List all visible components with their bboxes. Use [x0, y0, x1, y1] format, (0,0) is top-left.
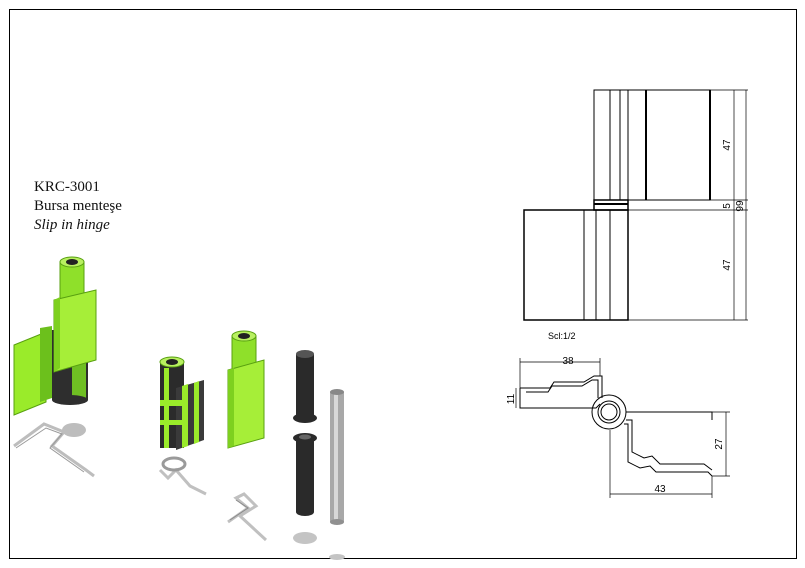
- striped-hinge-half-illustration: [158, 356, 207, 496]
- front-elevation-view: [523, 89, 748, 321]
- hinge-assembly-illustration: [13, 256, 97, 478]
- product-name-tr: Bursa menteşe: [34, 198, 122, 214]
- dim-total-height: 99: [735, 200, 746, 212]
- scale-label: Scl:1/2: [548, 331, 576, 341]
- dim-gap: 5: [722, 203, 733, 209]
- dim-upper-leaf-height: 47: [722, 139, 733, 151]
- dim-bottom-width: 43: [654, 484, 666, 495]
- green-hinge-half-illustration: [227, 330, 268, 542]
- product-name-en: Slip in hinge: [34, 217, 110, 233]
- title-block: KRC-3001 Bursa menteşe Slip in hinge: [34, 178, 122, 235]
- exploded-view: [13, 256, 345, 560]
- dim-right-offset: 27: [714, 438, 725, 450]
- dim-top-width: 38: [562, 356, 574, 367]
- drawing-frame: [9, 9, 797, 559]
- dim-left-offset: 11: [506, 393, 517, 404]
- plan-section-view: [515, 358, 730, 498]
- black-bushing-illustration: [293, 350, 317, 544]
- dim-lower-leaf-height: 47: [722, 259, 733, 271]
- steel-pin-illustration: [329, 389, 345, 560]
- product-code: KRC-3001: [34, 179, 100, 195]
